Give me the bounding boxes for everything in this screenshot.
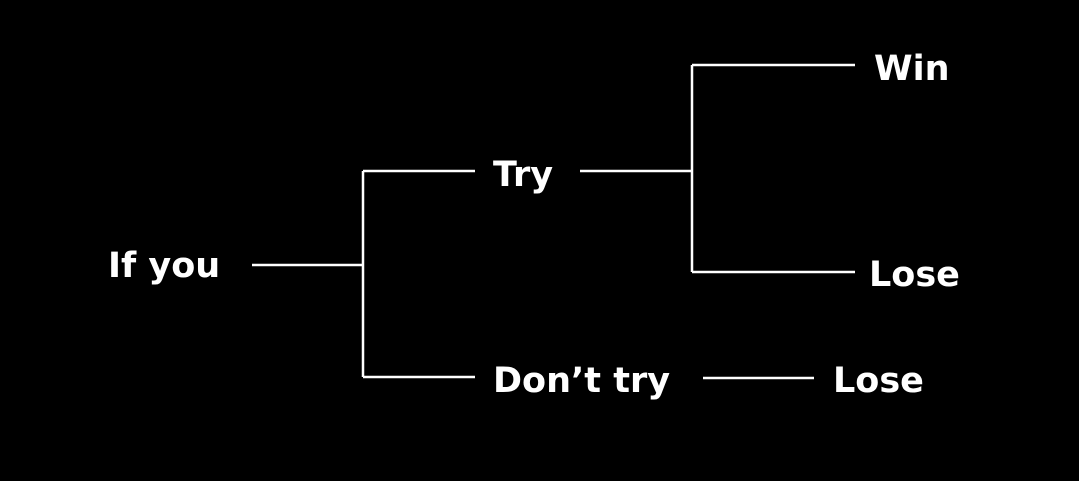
node-try: Try — [493, 155, 553, 195]
node-dont-try: Don’t try — [493, 361, 670, 401]
node-root: If you — [108, 246, 220, 286]
node-win: Win — [874, 49, 950, 89]
node-try-lose: Lose — [869, 255, 960, 295]
node-dont-try-lose: Lose — [833, 361, 924, 401]
